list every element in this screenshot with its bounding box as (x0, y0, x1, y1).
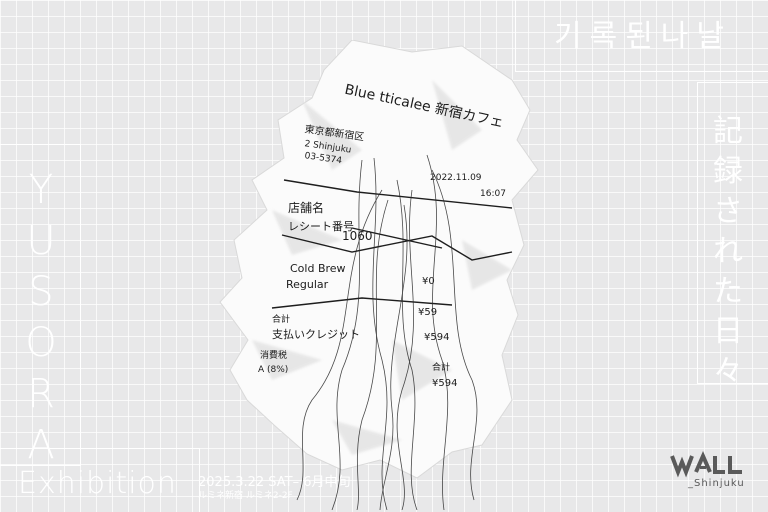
exhibition-dates: 2025.3.22 SAT– 6月中旬 (198, 475, 351, 490)
receipt-line: レシート番号 (288, 220, 354, 233)
artist-letter: S (28, 269, 56, 315)
receipt-item: Regular (286, 278, 329, 291)
receipt-tax-rate: A (8%) (258, 365, 288, 375)
japanese-title-char: た (713, 274, 743, 309)
exhibition-venue: ルミネ新宿 ルミネ2-2F (198, 491, 293, 501)
artist-letter: R (27, 371, 57, 417)
artist-letter: Y (28, 167, 56, 213)
receipt-total-label: 合計 (432, 361, 450, 373)
receipt-item: Cold Brew (290, 262, 346, 275)
receipt-date: 2022.11.09 (430, 173, 482, 183)
exhibition-label: Exhibition (18, 466, 177, 501)
japanese-title-char: 日 (713, 314, 743, 349)
receipt-line: 1060 (342, 229, 373, 243)
japanese-title-frame (697, 82, 768, 384)
japanese-title: 記 録 さ れ た 日 々 (706, 112, 750, 392)
receipt-total: ¥594 (432, 378, 457, 389)
artist-name: Y U S O R A (22, 165, 62, 471)
receipt-subtotal: 合計 (272, 313, 290, 325)
artist-letter: O (25, 320, 59, 366)
receipt-line: 店舗名 (288, 200, 324, 215)
japanese-title-char: 記 (713, 114, 743, 149)
korean-title-frame (515, 0, 768, 72)
korean-title: 기록된나날 (554, 19, 732, 54)
bottom-frame (0, 448, 200, 512)
japanese-title-char: れ (713, 234, 743, 269)
stitch-lines (271, 179, 513, 309)
wall-logo-subtitle: _Shinjuku (688, 478, 745, 489)
wall-logo-icon (670, 451, 742, 478)
dangling-threads (296, 154, 478, 510)
cloth-folds (252, 80, 512, 455)
receipt-price: ¥59 (418, 307, 437, 318)
receipt-time: 16:07 (480, 189, 506, 199)
japanese-title-char: 々 (713, 354, 743, 389)
receipt-price: ¥594 (424, 332, 449, 343)
artist-frame (0, 144, 81, 466)
receipt-price: ¥0 (422, 276, 435, 287)
receipt-tax: 消費税 (260, 349, 287, 361)
receipt-payment: 支払いクレジット (272, 327, 360, 341)
japanese-title-char: さ (713, 194, 743, 229)
artist-letter: U (26, 218, 58, 264)
japanese-title-char: 録 (713, 154, 743, 189)
artist-letter: A (27, 422, 57, 468)
embroidered-receipt-artwork: Blue tticalee 新宿カフェ 東京都新宿区 2 Shinjuku 03… (219, 40, 539, 510)
